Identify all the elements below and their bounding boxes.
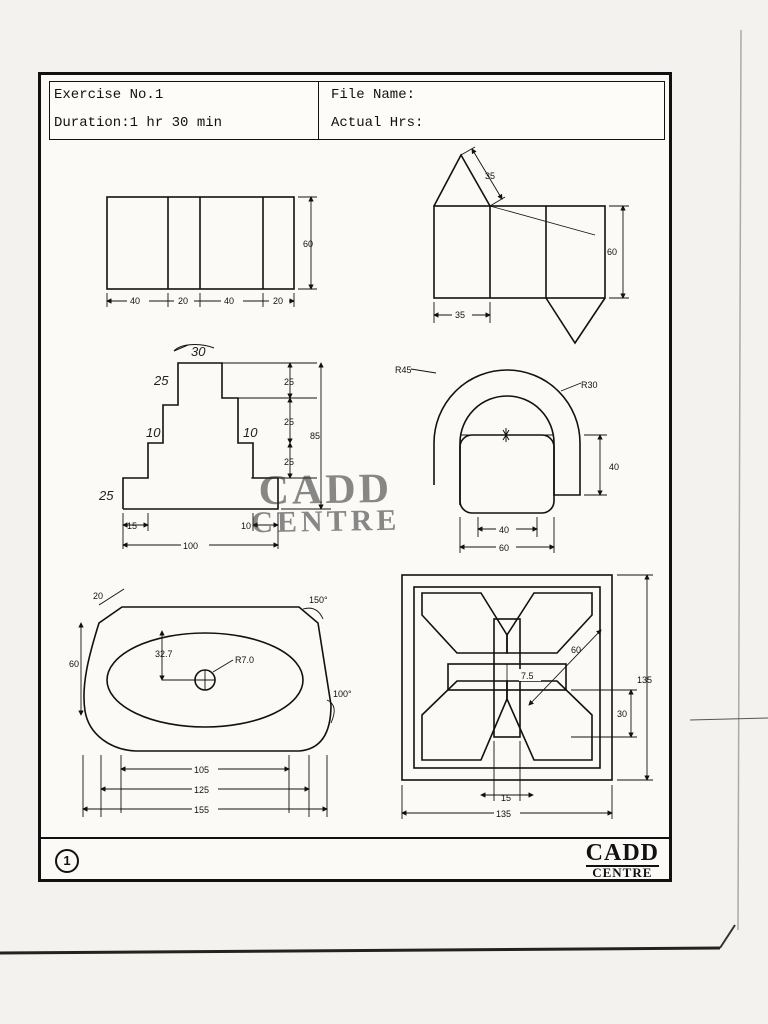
dim-40-vert: 40: [609, 462, 619, 472]
drawing-1-front-view: 40 20 40 20 60: [106, 196, 317, 307]
dim-15: 15: [127, 521, 137, 531]
dim-40-a: 40: [130, 296, 140, 306]
handwritten-25-b: 25: [98, 488, 114, 503]
handwritten-30: 30: [191, 344, 206, 359]
drawing-4-arch: R45 R30 40 40 60: [395, 365, 619, 553]
drawing-5-plate-with-ellipse: 20 150° 60 32.7 R7.0 100° 105 125 155: [69, 588, 352, 817]
dim-135-vert: 135: [637, 675, 652, 685]
drawing-6-square-cross: 60 7.5 135 30 15 135: [401, 574, 653, 819]
drawing-2-pentagon-block: 35 60 35: [433, 146, 629, 345]
dim-32-7: 32.7: [155, 649, 173, 659]
dim-20-b: 20: [273, 296, 283, 306]
handwritten-10-b: 10: [243, 425, 258, 440]
dim-30: 30: [617, 709, 627, 719]
title-block-row-1: Exercise No.1 File Name:: [49, 81, 665, 111]
dim-60-bottom: 60: [499, 543, 509, 553]
dim-25-top: 25: [284, 377, 294, 387]
dim-150-angle: 150°: [309, 595, 328, 605]
dim-15-base: 15: [501, 793, 511, 803]
duration: Duration:1 hr 30 min: [50, 110, 319, 139]
actual-hrs-label: Actual Hrs:: [331, 115, 424, 131]
dim-60-right: 60: [607, 247, 617, 257]
dim-35-slope: 35: [485, 171, 495, 181]
file-name-label: File Name:: [331, 87, 416, 103]
dim-40-b: 40: [224, 296, 234, 306]
dim-135-horiz: 135: [496, 809, 511, 819]
drawing-sheet: Exercise No.1 File Name: Duration:1 hr 3…: [38, 72, 672, 882]
dim-7-5: 7.5: [521, 671, 534, 681]
dim-25-low: 25: [284, 457, 294, 467]
handwritten-25-a: 25: [153, 373, 169, 388]
dim-r30: R30: [581, 380, 598, 390]
exercise-number: Exercise No.1: [50, 82, 319, 110]
dim-r45: R45: [395, 365, 412, 375]
cadd-centre-logo: CADD CENTRE: [585, 840, 659, 880]
title-block-row-2: Duration:1 hr 30 min Actual Hrs:: [49, 110, 665, 140]
dim-20-chamfer: 20: [93, 591, 103, 601]
dim-25-mid: 25: [284, 417, 294, 427]
drawings-canvas: 40 20 40 20 60: [69, 146, 653, 819]
dim-20-a: 20: [178, 296, 188, 306]
dim-105: 105: [194, 765, 209, 775]
dim-40-horiz: 40: [499, 525, 509, 535]
dim-10: 10: [241, 521, 251, 531]
dim-60-diag: 60: [571, 645, 581, 655]
dim-60: 60: [303, 239, 313, 249]
page-number-badge: 1: [55, 849, 79, 873]
dim-100: 100: [183, 541, 198, 551]
dim-125: 125: [194, 785, 209, 795]
handwritten-10-a: 10: [146, 425, 161, 440]
dim-60-left: 60: [69, 659, 79, 669]
dim-100-angle: 100°: [333, 689, 352, 699]
cadd-centre-watermark: CADD CENTRE: [251, 465, 401, 539]
dim-35-base: 35: [455, 310, 465, 320]
drawing-3-stepped-profile: 25 25 25 85 15 10 100 30 25 10 10 25: [98, 344, 331, 551]
dim-r7: R7.0: [235, 655, 254, 665]
footer-divider: [41, 837, 669, 839]
dim-85: 85: [310, 431, 320, 441]
dim-155: 155: [194, 805, 209, 815]
